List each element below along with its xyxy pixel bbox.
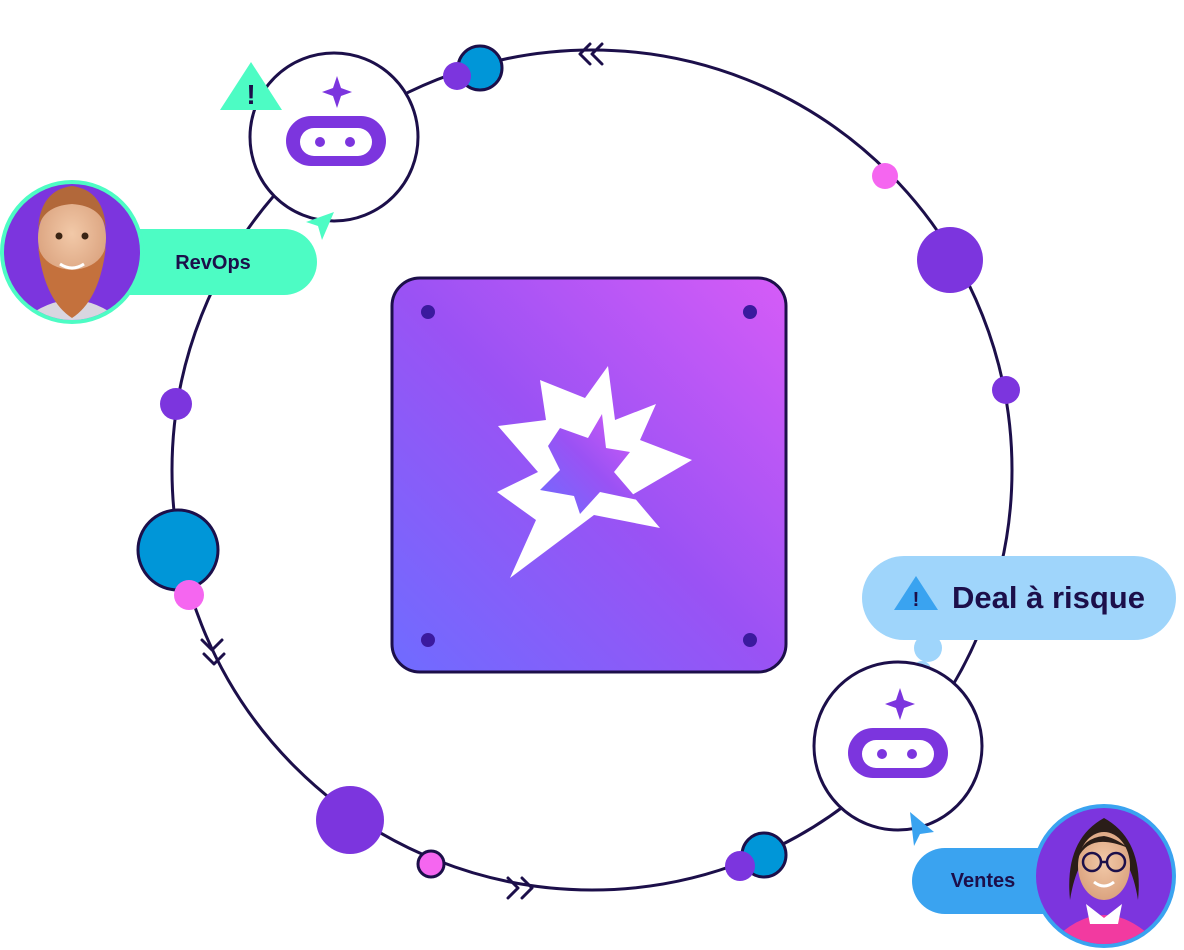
orbit-node	[160, 388, 192, 420]
svg-text:!: !	[913, 589, 920, 611]
orbit-node	[992, 376, 1020, 404]
orbit-node	[725, 851, 755, 881]
center-tile	[390, 276, 788, 674]
orbit-ring	[170, 48, 1014, 892]
revops-badge[interactable]: RevOps	[0, 180, 317, 330]
orbit-node	[136, 508, 220, 592]
avatar-revops	[0, 180, 144, 324]
chevron-arrows-icon	[578, 42, 604, 66]
risk-alert-bubble[interactable]: ! Deal à risque	[862, 556, 1176, 679]
orbit-node	[316, 786, 384, 854]
robot-sparkle-icon	[286, 76, 386, 166]
avatar-ventes	[1032, 804, 1176, 948]
chevron-arrows-icon	[506, 876, 534, 900]
ventes-label: Ventes	[951, 870, 1015, 892]
warning-triangle-icon: !	[894, 576, 938, 611]
robot-sparkle-icon	[848, 688, 948, 778]
orbit-node	[416, 849, 446, 879]
orbit-node	[872, 163, 898, 189]
svg-text:!: !	[246, 79, 255, 110]
burst-logo-icon	[497, 366, 692, 578]
agent-node-ventes[interactable]	[812, 660, 984, 846]
agent-node-revops[interactable]: !	[220, 51, 420, 240]
pointer-icon	[910, 812, 934, 846]
orbit-node	[174, 580, 204, 610]
orbit-node	[917, 227, 983, 293]
risk-alert-label: Deal à risque	[952, 580, 1145, 615]
chevron-arrows-icon	[200, 638, 226, 666]
revops-label: RevOps	[175, 252, 251, 274]
ventes-badge[interactable]: Ventes	[912, 804, 1176, 950]
orbit-node	[443, 62, 471, 90]
pointer-icon	[306, 212, 334, 240]
warning-triangle-icon: !	[220, 62, 282, 110]
